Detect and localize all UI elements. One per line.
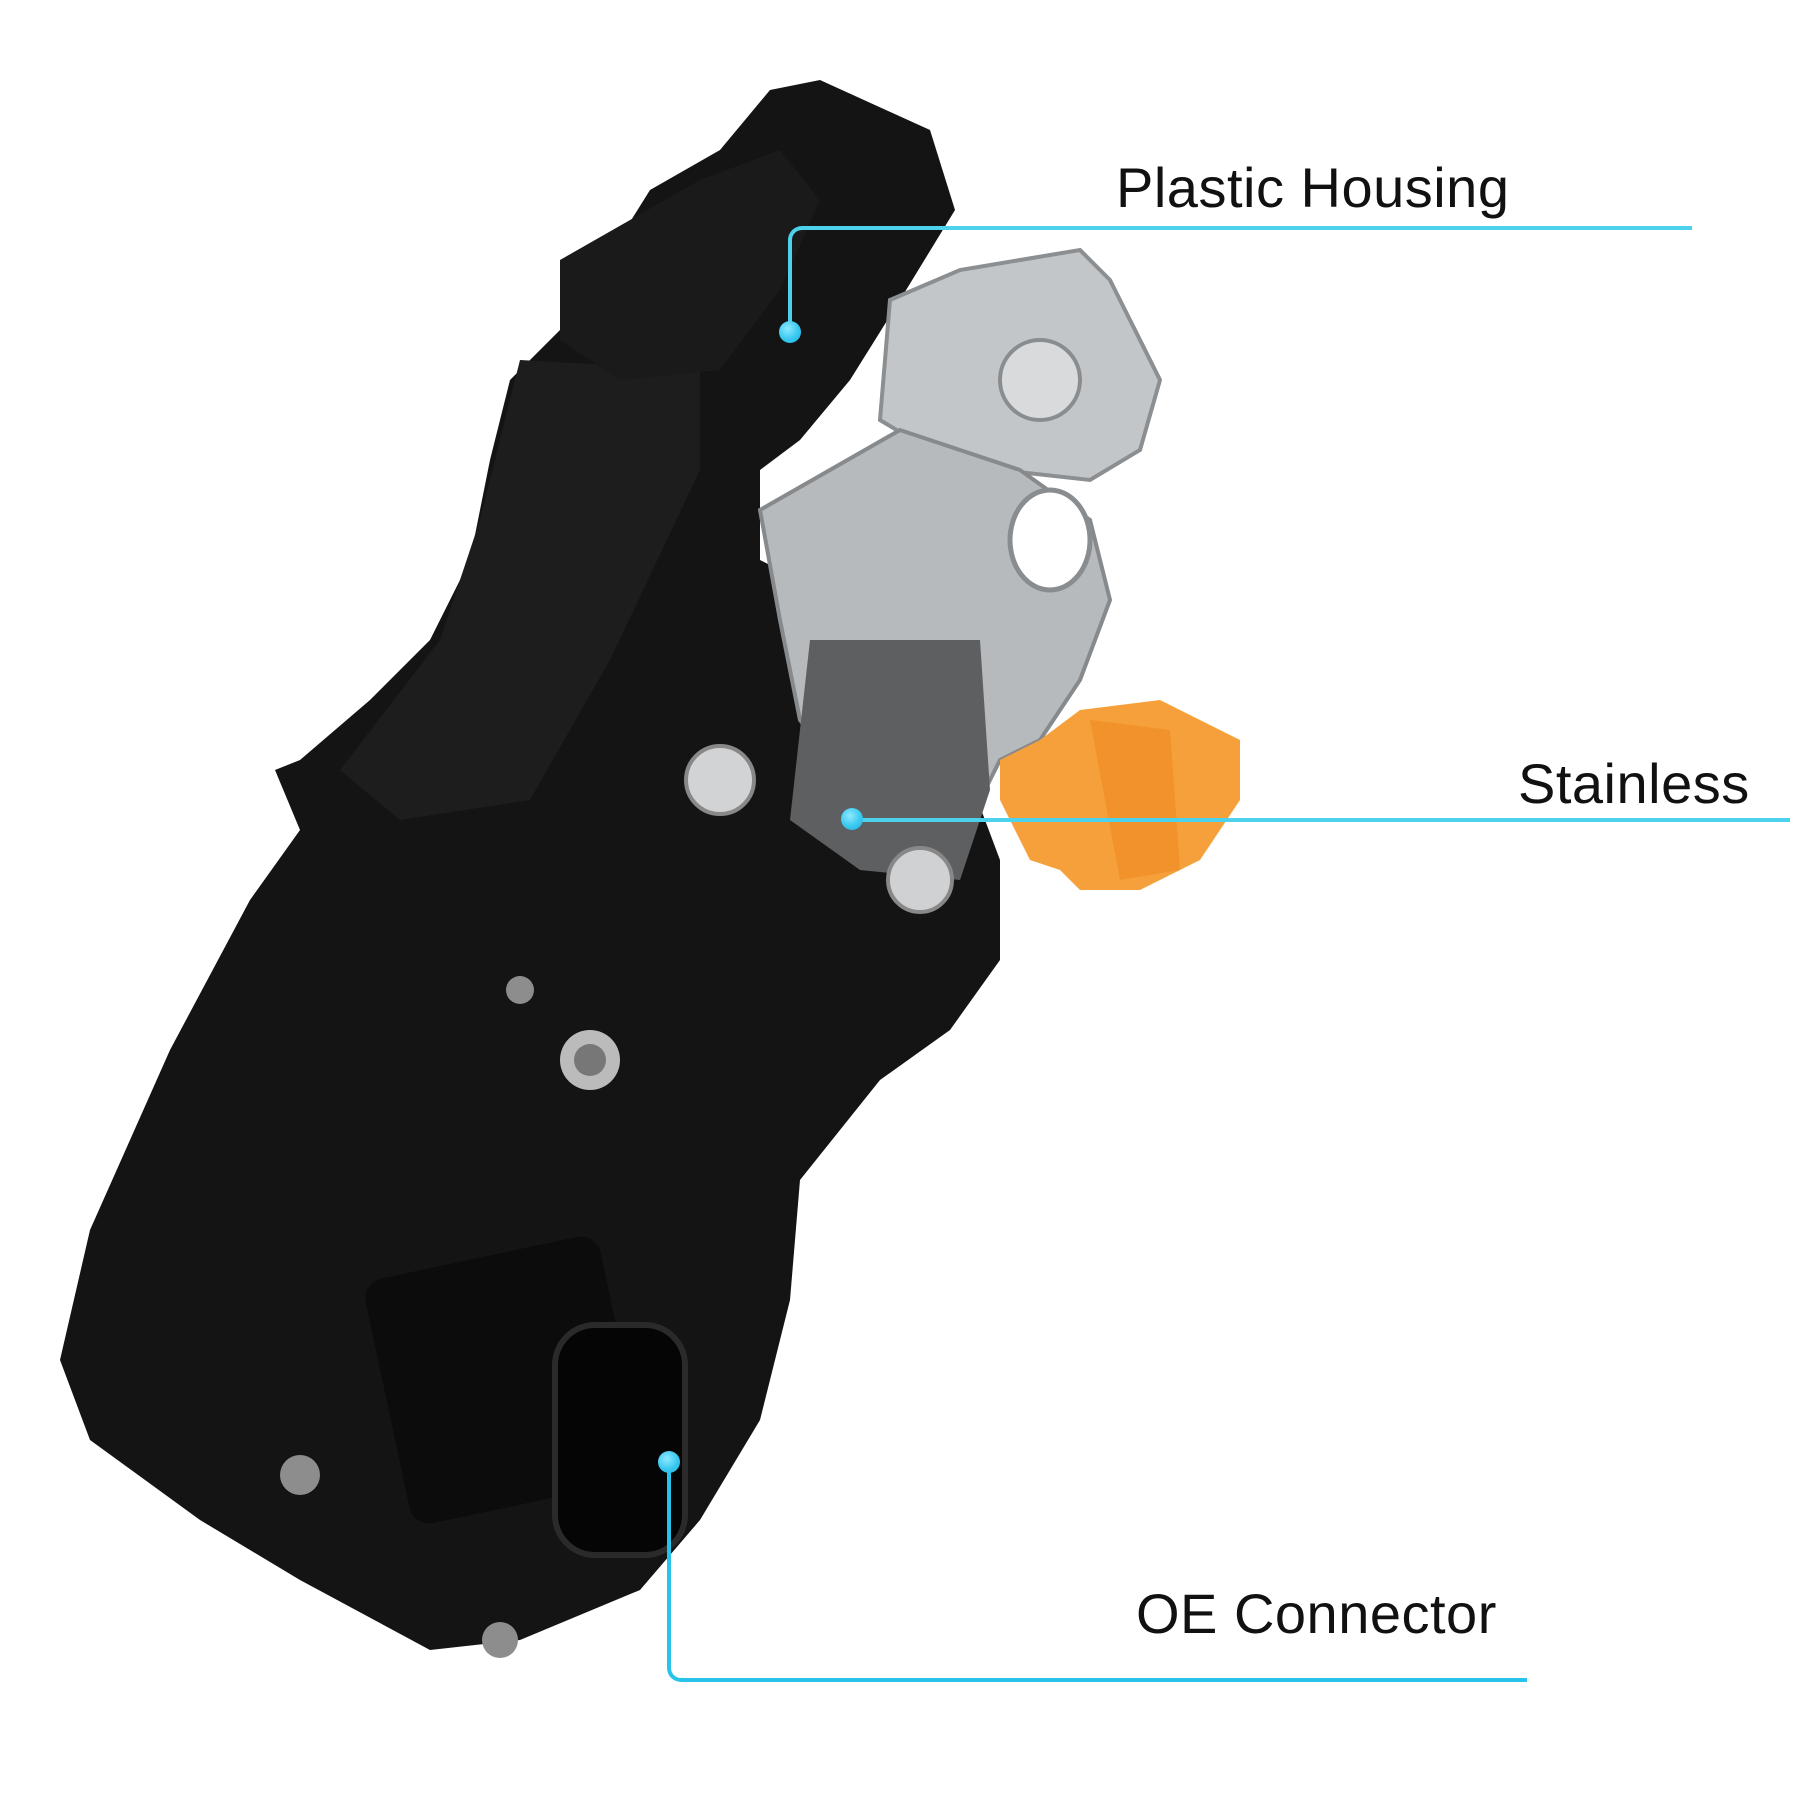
orange-connector-shape [1000,700,1240,890]
plastic-housing-shape [60,80,1000,1658]
callout-label-stainless: Stainless [1518,752,1750,815]
callout-label-oe-connector: OE Connector [1136,1582,1497,1645]
callout-connector-oe-connector [667,1468,1527,1682]
callout-line-stainless [852,818,1790,822]
callout-dot-stainless [841,808,863,830]
callout-dot-plastic-housing [779,321,801,343]
callout-connector-plastic-housing [788,226,1692,334]
stainless-latch-shape [684,247,1163,914]
callout-label-plastic-housing: Plastic Housing [1116,156,1510,219]
callout-dot-oe-connector [658,1451,680,1473]
